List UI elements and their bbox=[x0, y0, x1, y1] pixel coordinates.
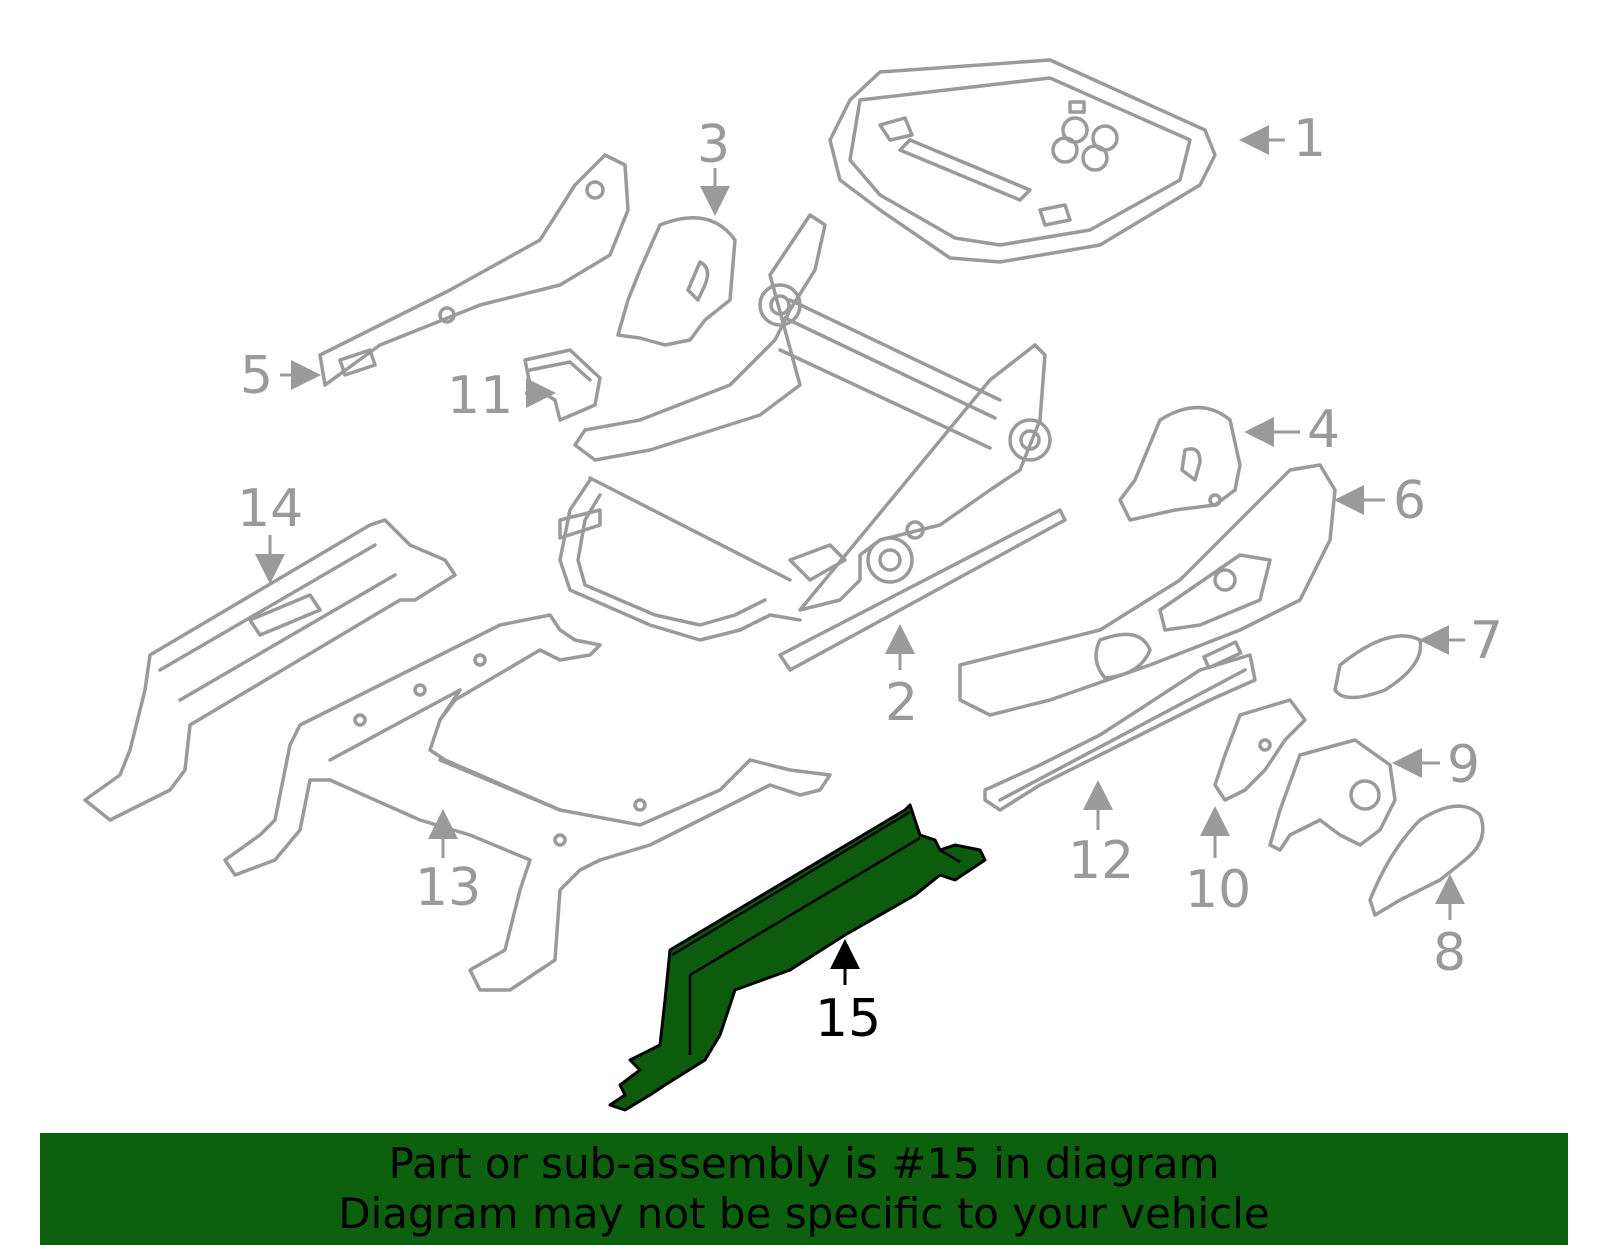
part-3-recliner-cover[interactable] bbox=[616, 216, 737, 347]
callout-6: 6 bbox=[1393, 471, 1426, 531]
callout-3: 3 bbox=[697, 115, 730, 175]
part-7-oval-cover[interactable] bbox=[1333, 634, 1423, 700]
banner-line-1: Part or sub-assembly is #15 in diagram bbox=[388, 1139, 1220, 1188]
callout-8: 8 bbox=[1433, 923, 1466, 983]
info-banner: Part or sub-assembly is #15 in diagram D… bbox=[40, 1133, 1568, 1245]
part-8-handle[interactable] bbox=[1368, 804, 1485, 917]
callout-5: 5 bbox=[240, 346, 273, 406]
banner-line-2: Diagram may not be specific to your vehi… bbox=[338, 1189, 1270, 1238]
callout-2: 2 bbox=[885, 673, 918, 733]
part-15-riser-highlighted[interactable] bbox=[608, 803, 987, 1112]
callout-4: 4 bbox=[1307, 400, 1340, 460]
callout-11: 11 bbox=[447, 366, 513, 426]
callout-14: 14 bbox=[237, 479, 303, 539]
callout-12: 12 bbox=[1068, 831, 1134, 891]
callout-9: 9 bbox=[1447, 735, 1480, 795]
callout-15: 15 bbox=[815, 989, 881, 1049]
callout-13: 13 bbox=[415, 858, 481, 918]
part-10-small-bracket[interactable] bbox=[1213, 698, 1307, 802]
part-2-seat-frame[interactable] bbox=[558, 213, 1067, 672]
part-13-base-frame[interactable] bbox=[223, 613, 832, 992]
part-11-clip[interactable] bbox=[523, 348, 602, 422]
part-5-side-bracket[interactable] bbox=[318, 153, 630, 387]
part-1-cushion-pan[interactable] bbox=[828, 58, 1217, 264]
part-9-bezel[interactable] bbox=[1268, 738, 1397, 852]
callout-7: 7 bbox=[1470, 611, 1503, 671]
callout-10: 10 bbox=[1185, 860, 1251, 920]
callout-1: 1 bbox=[1293, 109, 1326, 169]
part-14-riser[interactable] bbox=[83, 518, 457, 822]
part-6-side-shield[interactable] bbox=[958, 463, 1337, 717]
part-12-track-cover[interactable] bbox=[983, 640, 1257, 812]
part-4-recliner-cover[interactable] bbox=[1118, 405, 1242, 522]
